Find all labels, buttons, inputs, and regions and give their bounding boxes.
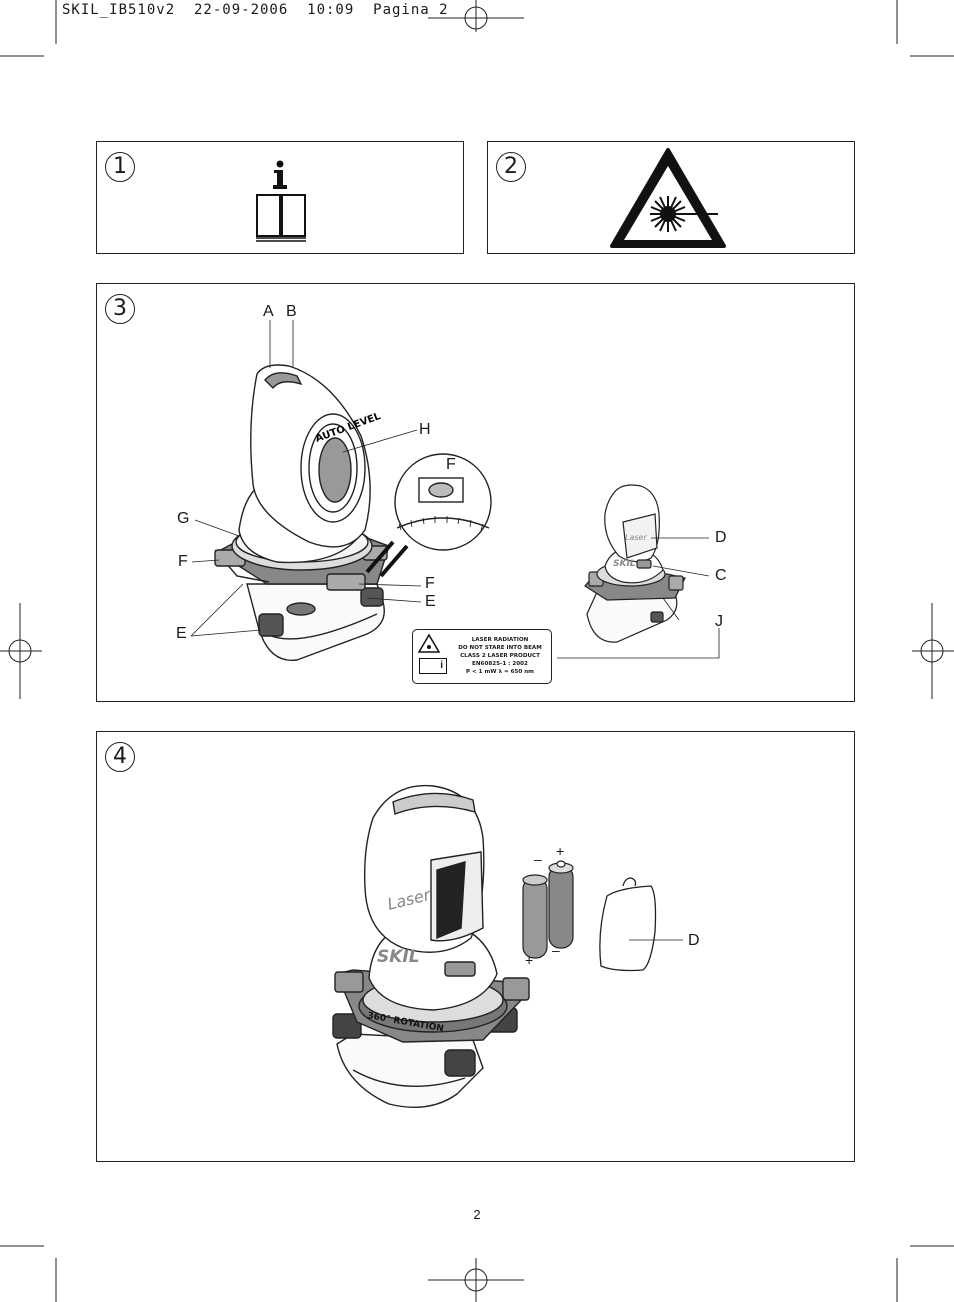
laser-warning-icon: [610, 148, 726, 248]
label-F-zoom: F: [446, 456, 456, 473]
label-G: G: [177, 510, 190, 527]
figure-2-panel: 2: [487, 141, 855, 254]
label-D: D: [715, 529, 727, 546]
label-E-left: E: [176, 625, 187, 642]
sticker-line3: CLASS 2 LASER PRODUCT: [460, 653, 540, 659]
sticker-laser-icon: [417, 633, 441, 653]
laser-warning-sticker: i LASER RADIATION DO NOT STARE INTO BEAM…: [412, 629, 552, 684]
sticker-line4: EN60825-1 : 2002: [472, 661, 528, 667]
laser-word-small: Laser: [625, 533, 647, 542]
sticker-line2: DO NOT STARE INTO BEAM: [458, 645, 542, 651]
label-F-right: F: [425, 575, 435, 592]
battery-sign-minus-top: –: [534, 851, 542, 867]
batteries-illustration: [522, 860, 574, 959]
label-B: B: [286, 303, 297, 320]
sticker-line1: LASER RADIATION: [471, 637, 529, 643]
skil-logo-small: SKIL: [613, 559, 636, 569]
label-J: J: [715, 613, 723, 630]
skil-logo-large: SKIL: [377, 947, 420, 967]
label-J-leader: [557, 628, 720, 659]
label-A: A: [263, 303, 274, 320]
label-D-cover: D: [688, 932, 700, 949]
battery-sign-plus-top: +: [556, 843, 565, 859]
label-C: C: [715, 567, 727, 584]
sticker-line5: P < 1 mW λ = 650 nm: [465, 669, 535, 675]
label-F-left: F: [178, 553, 188, 570]
figure-1-number: 1: [105, 152, 135, 182]
figure-2-number: 2: [496, 152, 526, 182]
page-number: 2: [473, 1207, 481, 1222]
battery-sign-minus-bottom: –: [552, 942, 560, 958]
figure-4-panel: 4 Laser SKIL 360° RO: [96, 731, 855, 1162]
label-H: H: [419, 421, 431, 438]
laser-level-back-illustration: Laser SKIL: [584, 484, 710, 643]
battery-sign-plus-bottom: +: [525, 952, 534, 968]
print-header: SKIL_IB510v2 22-09-2006 10:09 Pagina 2: [62, 2, 449, 18]
figure-4-number: 4: [105, 742, 135, 772]
sticker-manual-icon: i: [419, 658, 447, 674]
figure-3-number: 3: [105, 294, 135, 324]
figure-3-panel: 3: [96, 283, 855, 702]
figure-1-panel: 1: [96, 141, 464, 254]
label-E-right: E: [425, 593, 436, 610]
read-manual-icon: [256, 160, 306, 242]
laser-level-main-illustration: AUTO LEVEL: [190, 320, 492, 662]
laser-level-battery-illustration: Laser SKIL 360° ROTATION: [332, 784, 530, 1109]
battery-cover-illustration: [599, 877, 683, 972]
